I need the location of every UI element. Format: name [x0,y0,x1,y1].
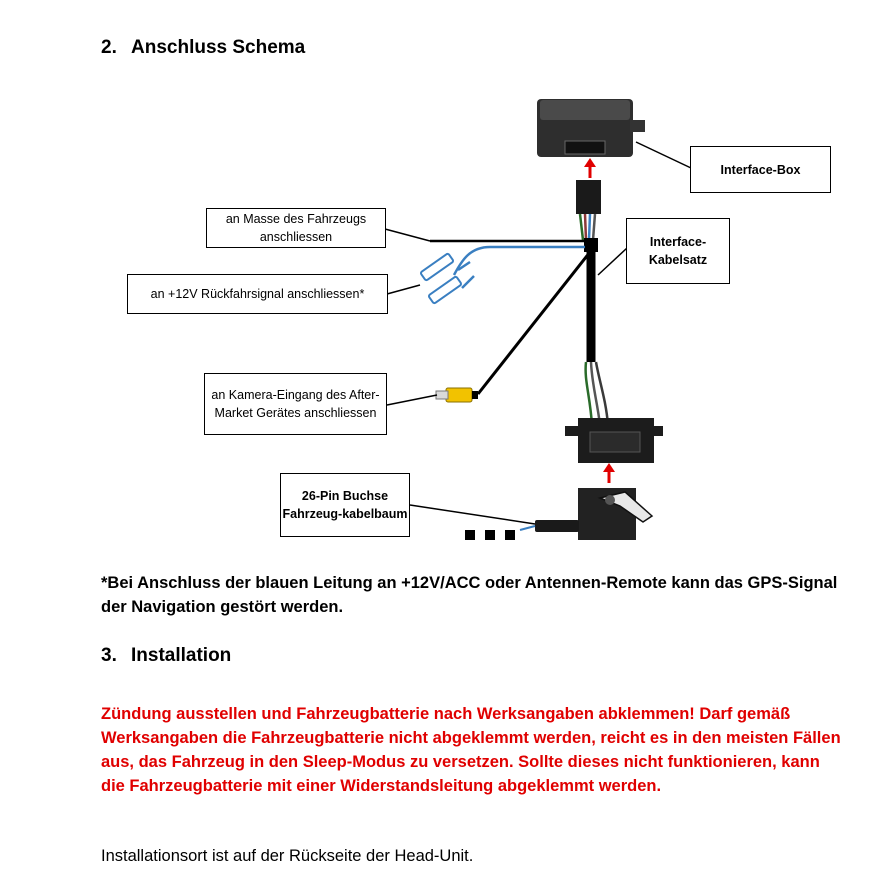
red-arrow-icon [584,158,596,178]
connection-diagram [384,99,692,540]
section-title: Installation [131,645,232,666]
footnote: *Bei Anschluss der blauen Leitung an +12… [101,574,838,616]
label-rueckfahrsignal: an +12V Rückfahrsignal anschliessen* [127,274,388,314]
label-26pin: 26-Pin Buchse Fahrzeug-kabelbaum [280,473,410,537]
install-location-text: Installationsort ist auf der Rückseite d… [101,847,474,865]
connector-housing [565,418,663,463]
ellipsis-dots-icon [465,530,515,540]
vehicle-connector-image [519,488,654,540]
label-masse: an Masse des Fahrzeugs anschliessen [206,208,386,248]
blue-wire [452,245,585,276]
section-title: Anschluss Schema [131,37,306,58]
flat-connector-icon [419,252,475,305]
section-2-heading: 2. Anschluss Schema [101,37,305,59]
section-number: 2. [101,37,117,58]
label-interface-box: Interface-Box [690,146,831,193]
camera-wire [476,251,592,395]
interface-box-image [537,99,645,157]
label-kamera: an Kamera-Eingang des After-Market Gerät… [204,373,387,435]
warning-paragraph: Zündung ausstellen und Fahrzeugbatterie … [101,705,841,795]
section-3-heading: 3. Installation [101,645,231,667]
rca-connector-icon [435,387,478,403]
harness-connector [576,180,601,214]
label-kabelsatz: Interface-Kabelsatz [626,218,730,284]
section-number: 3. [101,645,117,666]
red-arrow-icon [603,463,615,483]
harness-wires [578,213,597,241]
